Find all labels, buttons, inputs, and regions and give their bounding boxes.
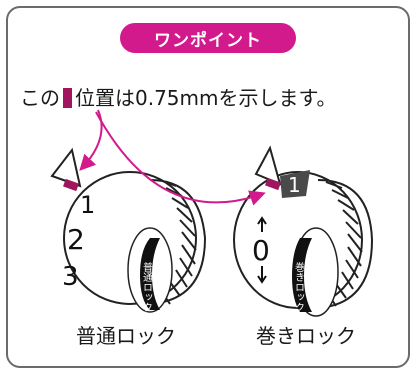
note-before: この (20, 86, 60, 110)
position-marker-icon (63, 88, 72, 108)
left-band-text: 普通ロック (141, 261, 153, 312)
right-number-1: 1 (288, 173, 301, 197)
left-number-2: 2 (67, 223, 85, 256)
left-marker-icon (63, 178, 79, 192)
dial-label-wind: 巻きロック (256, 324, 356, 348)
left-number-3: 3 (62, 262, 79, 292)
note-after: 位置は0.75mmを示します。 (75, 86, 337, 110)
wind-lock-dial: 1 0 巻きロック (233, 145, 374, 317)
normal-lock-dial: 1 2 3 普通ロック (50, 147, 207, 313)
right-number-0: 0 (252, 234, 270, 267)
right-band-text: 巻きロック (293, 262, 305, 312)
arrow-to-right (95, 111, 266, 206)
left-number-1: 1 (80, 191, 95, 219)
position-note: この位置は0.75mmを示します。 (20, 82, 410, 114)
badge-text: ワンポイント (154, 30, 262, 51)
arrow-to-left (79, 109, 103, 171)
one-point-badge: ワンポイント (120, 23, 296, 53)
dial-label-normal: 普通ロック (76, 324, 176, 348)
right-marker-icon (265, 177, 281, 191)
